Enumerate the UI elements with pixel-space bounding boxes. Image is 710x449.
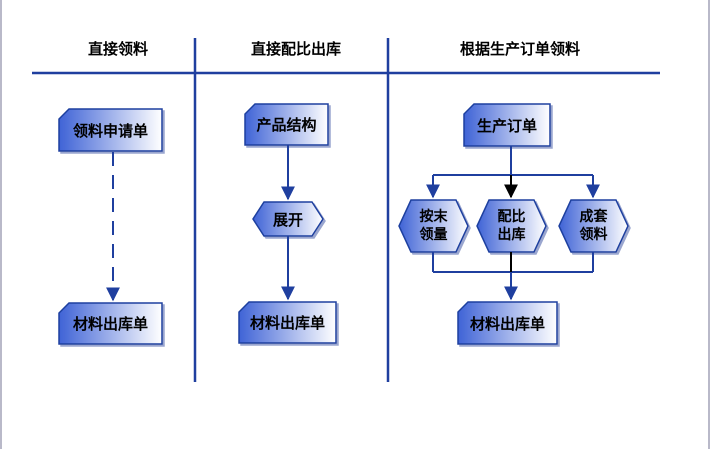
node-request-shape[interactable] — [58, 108, 163, 152]
node-output-1-shape[interactable] — [58, 302, 163, 345]
node-quota-shape[interactable] — [398, 199, 469, 253]
column-title-direct-pick: 直接领料 — [87, 40, 148, 58]
node-ratio-shape[interactable] — [476, 199, 547, 253]
node-bom-shape[interactable] — [244, 103, 329, 146]
node-output-2-shape[interactable] — [238, 301, 337, 344]
node-output-3-shape[interactable] — [457, 301, 558, 345]
node-order-shape[interactable] — [463, 103, 551, 147]
column-title-order-pick: 根据生产订单领料 — [459, 40, 580, 58]
node-kit-shape[interactable] — [558, 199, 629, 253]
column-title-ratio-issue: 直接配比出库 — [250, 40, 341, 58]
node-expand-shape[interactable] — [252, 201, 324, 237]
